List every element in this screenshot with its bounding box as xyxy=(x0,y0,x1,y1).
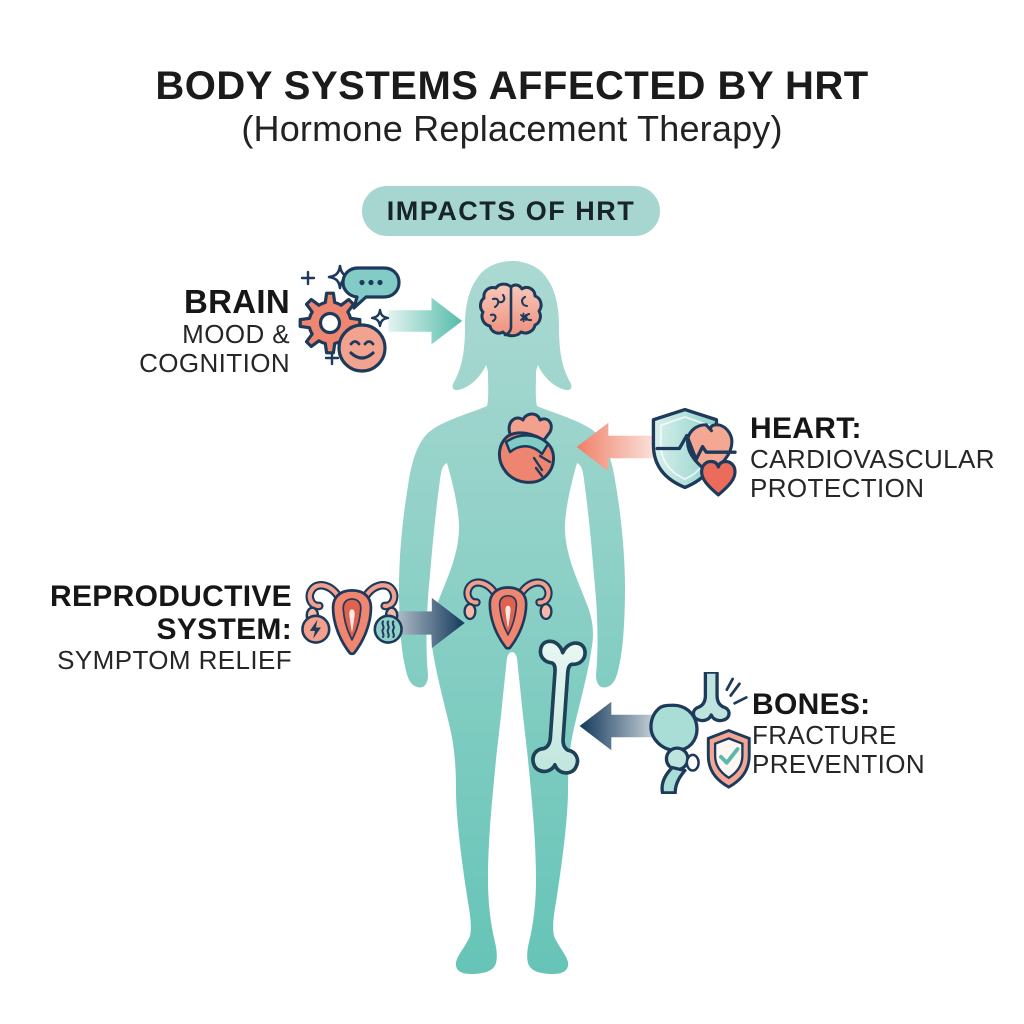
femur-bone-icon xyxy=(531,639,587,775)
small-heart-icon xyxy=(700,459,737,497)
smiley-face-icon xyxy=(337,323,387,373)
impacts-badge-label: IMPACTS OF HRT xyxy=(386,195,636,226)
shield-ekg-heart-icon xyxy=(651,407,737,497)
heart-callout-sub-line: CARDIOVASCULAR xyxy=(750,444,995,474)
reproductive-callout-icons xyxy=(301,568,403,668)
heat-waves-badge-icon xyxy=(373,614,403,644)
hip-bone-icon xyxy=(649,703,700,794)
bones-arrow-left xyxy=(579,701,657,751)
sparkle-star-icon xyxy=(370,308,390,328)
reproductive-callout-sub-line: SYMPTOM RELIEF xyxy=(57,645,292,675)
speech-bubble-icon xyxy=(341,266,401,310)
heart-callout-text: HEART: CARDIOVASCULAR PROTECTION xyxy=(750,412,1010,503)
bones-callout-text: BONES: FRACTURE PREVENTION xyxy=(752,688,1012,779)
reproductive-callout-text: REPRODUCTIVE SYSTEM: SYMPTOM RELIEF xyxy=(0,580,292,675)
bones-callout-sub-line: FRACTURE xyxy=(752,720,897,750)
page-title: BODY SYSTEMS AFFECTED BY HRT xyxy=(155,64,869,108)
brain-callout-text: BRAIN MOOD & COGNITION xyxy=(30,284,290,378)
impacts-badge: IMPACTS OF HRT xyxy=(362,186,660,236)
page-subtitle: (Hormone Replacement Therapy) xyxy=(241,108,783,149)
heart-callout-title: HEART: xyxy=(750,412,862,445)
shield-check-icon xyxy=(706,729,751,789)
bones-callout-icons xyxy=(649,672,751,794)
reproductive-callout-title-line: SYSTEM: xyxy=(156,613,292,646)
heart-callout-sub-line: PROTECTION xyxy=(750,473,925,503)
lightning-badge-icon xyxy=(301,614,331,644)
brain-callout-sub-line: COGNITION xyxy=(139,348,290,378)
bones-callout-sub-line: PREVENTION xyxy=(752,749,926,779)
reproductive-arrow-right xyxy=(385,597,465,649)
heart-arrow-left xyxy=(576,422,654,472)
brain-organ-icon xyxy=(479,282,543,338)
reproductive-callout-title-line: REPRODUCTIVE xyxy=(50,580,292,613)
brain-arrow-right xyxy=(388,297,463,345)
bones-callout-title: BONES: xyxy=(752,688,871,721)
bone-end-icon xyxy=(691,672,731,723)
brain-callout-icons xyxy=(298,264,401,373)
brain-callout-sub-line: MOOD & xyxy=(182,319,290,349)
impact-lines-icon xyxy=(725,677,748,705)
anatomical-heart-icon xyxy=(498,412,555,484)
brain-callout-title: BRAIN xyxy=(184,283,290,320)
